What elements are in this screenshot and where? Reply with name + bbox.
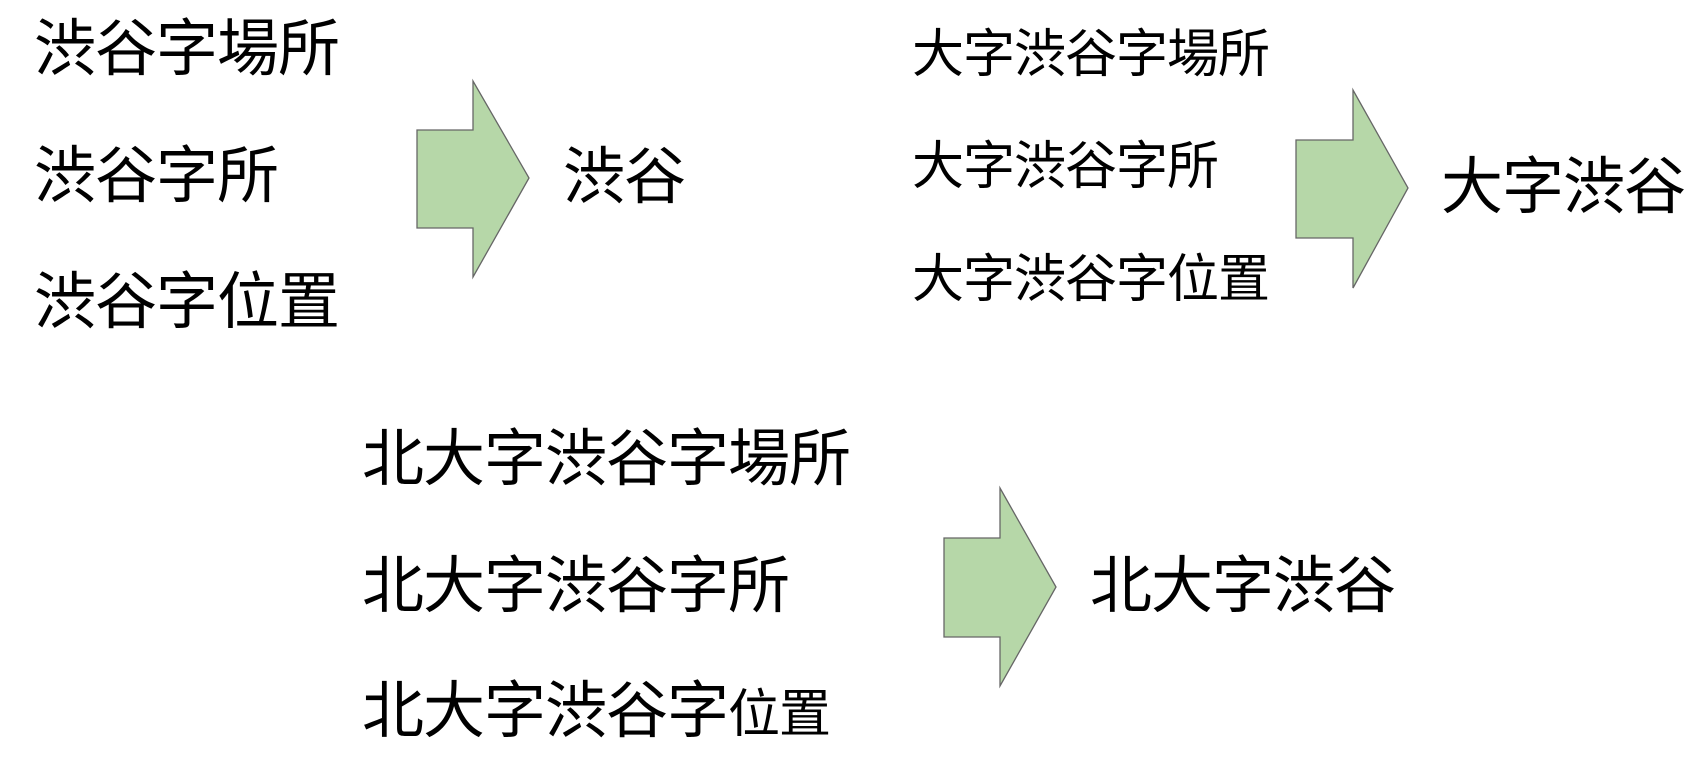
input-label: 渋谷字場所 [34,12,340,85]
right-arrow-icon [943,485,1057,689]
input-label: 北大字渋谷字場所 [362,422,851,495]
output-label: 北大字渋谷 [1090,549,1396,622]
input-label: 大字渋谷字位置 [912,250,1270,310]
right-arrow-icon [416,78,530,280]
input-label-main: 北大字渋谷字 [362,674,729,747]
input-label-tail: 位置 [728,685,831,745]
input-label: 北大字渋谷字所 [362,549,790,622]
input-label: 渋谷字所 [34,139,279,212]
input-label: 渋谷字位置 [34,265,340,338]
input-label: 大字渋谷字所 [912,137,1219,197]
output-label: 渋谷 [563,140,686,213]
right-arrow-icon [1295,87,1409,289]
output-label: 大字渋谷 [1441,150,1686,223]
input-label: 大字渋谷字場所 [912,25,1270,85]
input-label: 北大字渋谷字位置 [362,680,831,745]
